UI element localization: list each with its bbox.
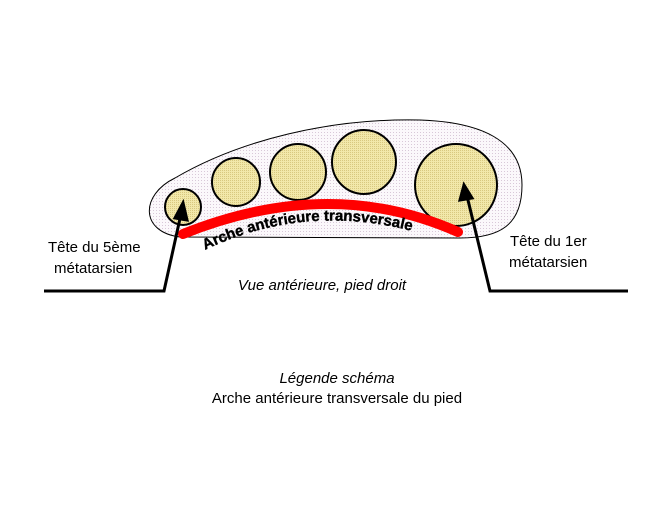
left-label-line2: métatarsien: [54, 260, 132, 277]
metatarsal-head-3: [269, 143, 327, 201]
right-label-line2: métatarsien: [509, 254, 587, 271]
metatarsal-head-2: [331, 129, 397, 195]
left-pointer-arrow: [44, 198, 189, 293]
transverse-arch: [178, 199, 463, 239]
legend-text: Arche antérieure transversale du pied: [212, 390, 462, 407]
view-caption: Vue antérieure, pied droit: [238, 277, 407, 294]
metatarsal-head-4: [211, 157, 261, 207]
left-label-line1: Tête du 5ème: [48, 239, 141, 256]
metatarsal-head-1: [414, 143, 498, 227]
right-pointer-arrow: [457, 181, 628, 293]
right-label-line1: Tête du 1er: [510, 233, 587, 250]
metatarsal-heads: [164, 129, 498, 227]
legend-title: Légende schéma: [279, 370, 394, 387]
